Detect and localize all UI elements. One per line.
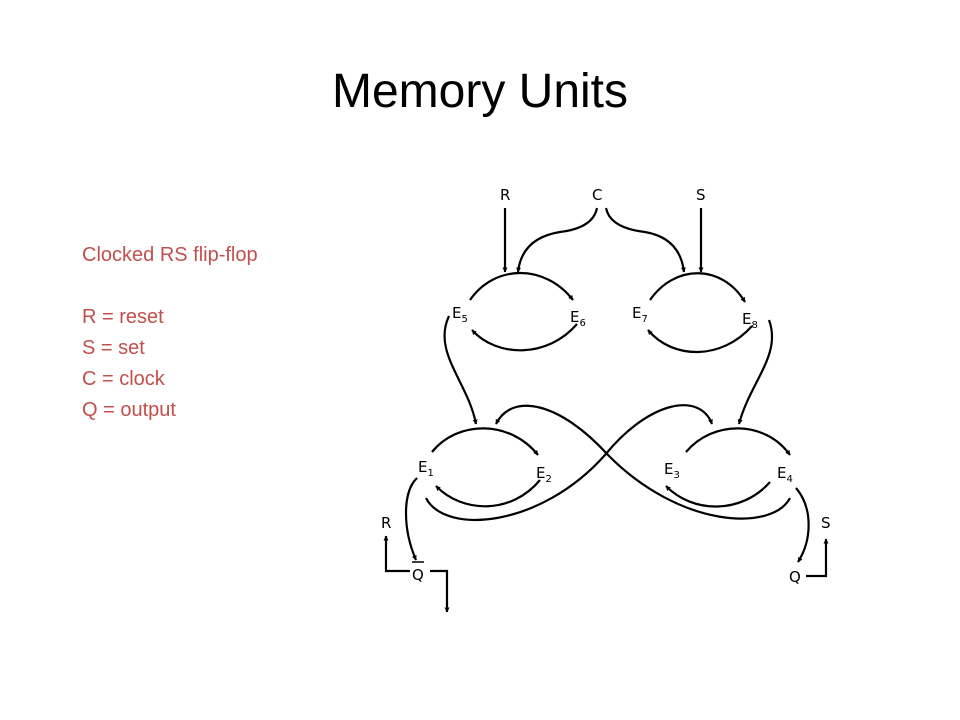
node-e5: E5 bbox=[452, 304, 468, 325]
node-e4: E4 bbox=[777, 464, 793, 485]
wire-e1-to-e3-cross bbox=[425, 404, 714, 522]
node-e6: E6 bbox=[570, 308, 586, 329]
wire-e8-to-e4 bbox=[737, 319, 774, 425]
wire-c-to-e7 bbox=[604, 207, 686, 273]
wire-r-feedback-left bbox=[383, 535, 410, 573]
arc-e7-to-e8 bbox=[649, 272, 746, 303]
node-e1: E1 bbox=[418, 458, 434, 479]
legend-item-clock: C = clock bbox=[82, 368, 165, 390]
arc-e6-to-e5 bbox=[471, 323, 578, 352]
arc-e4-to-e3 bbox=[665, 481, 771, 508]
wire-e5-to-e1 bbox=[443, 315, 478, 425]
arc-e5-to-e6 bbox=[469, 271, 574, 301]
wire-e4-to-q-right bbox=[795, 487, 810, 563]
node-e8: E8 bbox=[742, 310, 758, 331]
input-label-c: C bbox=[592, 186, 602, 204]
legend-item-set: S = set bbox=[82, 337, 145, 359]
node-e7: E7 bbox=[632, 304, 648, 325]
legend-item-reset: R = reset bbox=[82, 306, 164, 328]
wire-q-out-left bbox=[430, 569, 450, 613]
legend: Clocked RS flip-flop R = reset S = set C… bbox=[82, 240, 258, 426]
arc-e3-to-e4 bbox=[685, 427, 791, 456]
input-label-s: S bbox=[696, 186, 706, 204]
slide-title: Memory Units bbox=[331, 65, 629, 118]
input-label-r: R bbox=[500, 186, 510, 204]
legend-item-output: Q = output bbox=[82, 399, 176, 421]
wire-e4-to-e2-cross bbox=[495, 404, 791, 520]
output-label-q-left: Q bbox=[412, 566, 424, 584]
arc-e8-to-e7 bbox=[647, 325, 753, 354]
node-e3: E3 bbox=[664, 460, 680, 481]
arc-e2-to-e1 bbox=[435, 479, 541, 508]
legend-heading: Clocked RS flip-flop bbox=[82, 244, 258, 266]
wire-e1-to-q-left bbox=[404, 477, 418, 561]
output-label-r-left: R bbox=[381, 514, 391, 532]
output-label-s-right: S bbox=[821, 514, 831, 532]
wire-c-to-e5 bbox=[516, 207, 599, 273]
arc-e1-to-e2 bbox=[431, 427, 539, 456]
wire-s-feedback-right bbox=[806, 538, 829, 578]
output-label-q-right: Q bbox=[789, 568, 801, 586]
node-e2: E2 bbox=[536, 464, 552, 485]
